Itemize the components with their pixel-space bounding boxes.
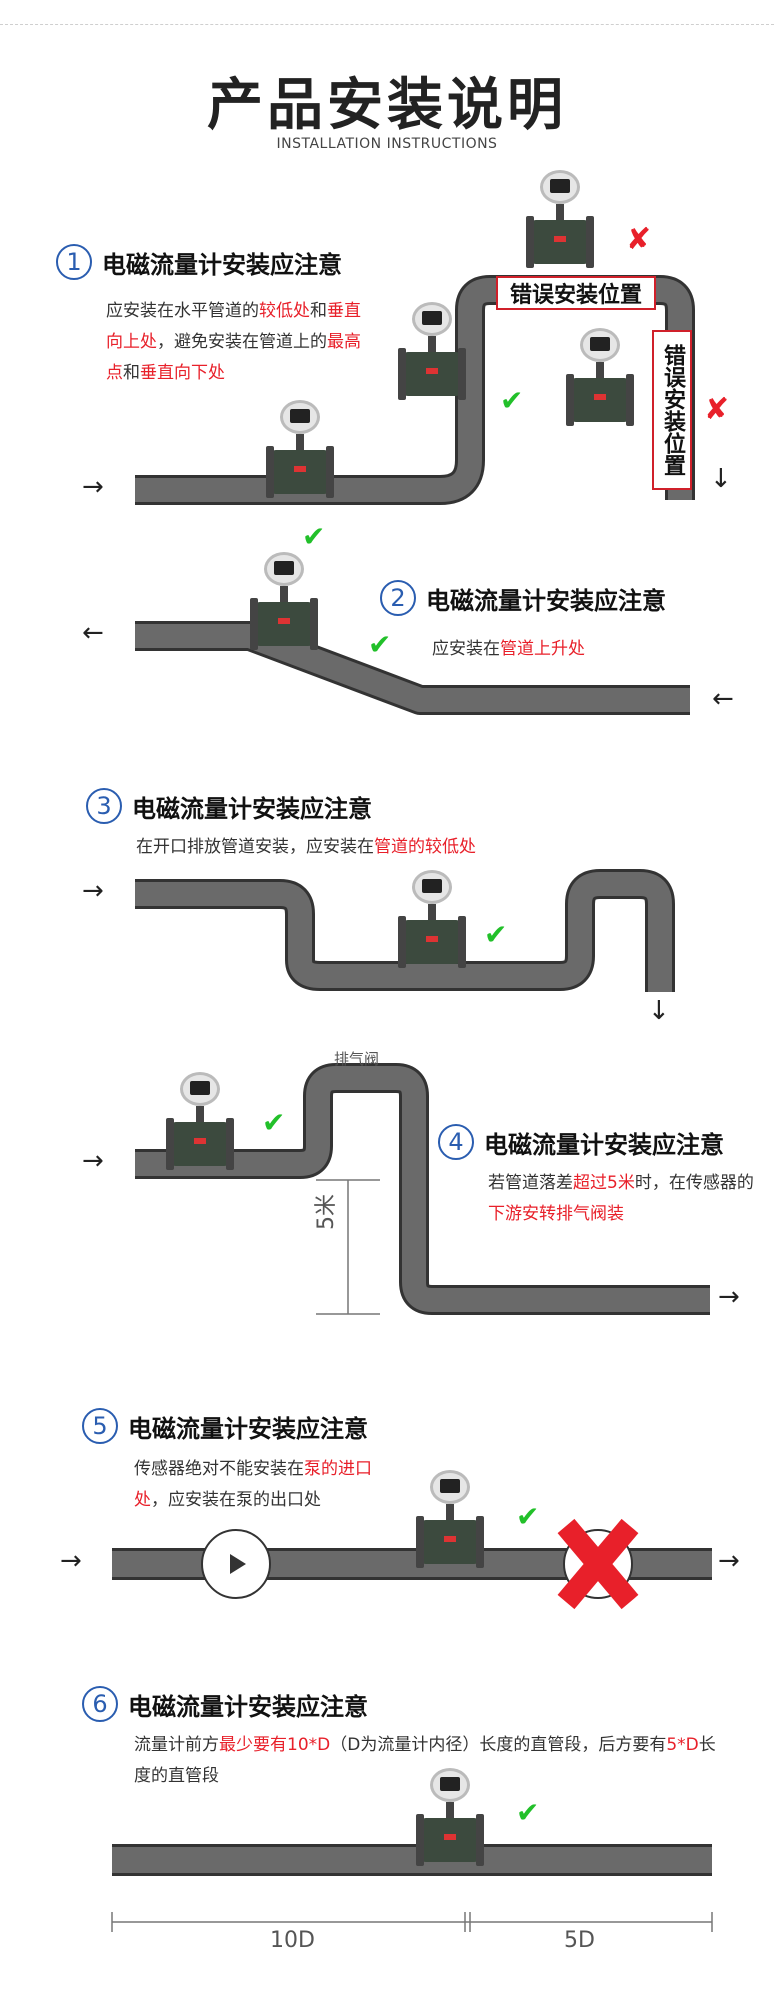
flowmeter-icon: [398, 302, 466, 402]
flowmeter-icon: [416, 1470, 484, 1570]
page-subtitle: INSTALLATION INSTRUCTIONS: [276, 136, 498, 152]
description-text: 流量计前方: [134, 1735, 219, 1755]
description-text: 时，在传感器的: [634, 1173, 754, 1193]
flow-arrow-icon: →: [60, 1546, 82, 1576]
section-3-header: 3 电磁流量计安装应注意: [86, 788, 372, 824]
check-icon: ✔: [262, 1106, 286, 1139]
description-text: 若管道落差: [488, 1173, 573, 1193]
flow-arrow-icon: →: [82, 876, 104, 906]
section-2-header: 2 电磁流量计安装应注意: [380, 580, 666, 616]
top-divider: [0, 24, 774, 25]
flowmeter-icon: [266, 400, 334, 500]
flow-arrow-icon: →: [718, 1546, 740, 1576]
section-number: 2: [380, 580, 416, 616]
exhaust-valve-label: 排气阀: [334, 1050, 380, 1068]
section-number: 4: [438, 1124, 474, 1160]
pump-icon: [201, 1529, 271, 1599]
length-dimension-lines: [111, 1912, 713, 1932]
section-4-header: 4 电磁流量计安装应注意: [438, 1124, 724, 1160]
section-title: 电磁流量计安装应注意: [102, 250, 342, 279]
flowmeter-icon: [526, 170, 594, 270]
description-text: 和: [123, 363, 140, 383]
flowmeter-icon: [250, 552, 318, 652]
section-number: 6: [82, 1686, 118, 1722]
description-text: 应安装在: [432, 639, 500, 659]
flow-arrow-icon: →: [82, 1146, 104, 1176]
highlight-text: 5*D: [666, 1735, 699, 1755]
section-4-description: 若管道落差超过5米时，在传感器的下游安转排气阀装: [488, 1168, 768, 1230]
section-title: 电磁流量计安装应注意: [132, 794, 372, 823]
section-2-description: 应安装在管道上升处: [432, 634, 752, 665]
section-3-description: 在开口排放管道安装，应安装在管道的较低处: [136, 832, 636, 863]
wrong-position-cross-icon: [557, 1518, 639, 1610]
wrong-position-label-vertical: 错误安装位置: [652, 330, 692, 490]
highlight-text: 较低处: [259, 301, 310, 321]
section-5-description: 传感器绝对不能安装在泵的进口处，应安装在泵的出口处: [134, 1454, 384, 1516]
page-title: 产品安装说明: [207, 73, 567, 138]
flowmeter-icon: [166, 1072, 234, 1172]
section-number: 3: [86, 788, 122, 824]
description-text: 传感器绝对不能安装在: [134, 1459, 304, 1479]
highlight-text: 最少要有10*D: [219, 1735, 331, 1755]
highlight-text: 管道上升处: [500, 639, 585, 659]
section-5-header: 5 电磁流量计安装应注意: [82, 1408, 368, 1444]
description-text: 应安装在水平管道的: [106, 301, 259, 321]
flow-arrow-icon: →: [718, 1282, 740, 1312]
section-6-header: 6 电磁流量计安装应注意: [82, 1686, 368, 1722]
flowmeter-icon: [566, 328, 634, 428]
description-text: ，避免安装在管道上的: [157, 332, 327, 352]
section-number: 5: [82, 1408, 118, 1444]
drop-dimension-lines: [316, 1179, 380, 1315]
cross-icon: ✘: [704, 392, 730, 427]
upstream-length-label: 10D: [270, 1928, 315, 1953]
highlight-text: 下游安转排气阀装: [488, 1204, 624, 1224]
flow-arrow-icon: →: [82, 472, 104, 502]
highlight-text: 最高点: [106, 332, 361, 383]
check-icon: ✔: [368, 628, 392, 661]
check-icon: ✔: [500, 384, 524, 417]
flow-arrow-icon: ←: [712, 684, 734, 714]
section-title: 电磁流量计安装应注意: [128, 1414, 368, 1443]
section-6-description: 流量计前方最少要有10*D（D为流量计内径）长度的直管段，后方要有5*D长度的直…: [134, 1730, 724, 1792]
description-text: （D为流量计内径）长度的直管段，后方要有: [330, 1735, 667, 1755]
flow-arrow-icon: ←: [82, 618, 104, 648]
description-text: 和: [310, 301, 327, 321]
section-title: 电磁流量计安装应注意: [128, 1692, 368, 1721]
description-text: ，应安装在泵的出口处: [151, 1490, 321, 1510]
description-text: 在开口排放管道安装，应安装在: [136, 837, 374, 857]
highlight-text: 管道的较低处: [374, 837, 476, 857]
check-icon: ✔: [516, 1796, 540, 1829]
highlight-text: 垂直向上处: [106, 301, 361, 352]
section-title: 电磁流量计安装应注意: [426, 586, 666, 615]
section-number: 1: [56, 244, 92, 280]
cross-icon: ✘: [626, 222, 652, 257]
drop-height-label: 5米: [314, 1194, 339, 1230]
section-title: 电磁流量计安装应注意: [484, 1130, 724, 1159]
section-1-description: 应安装在水平管道的较低处和垂直向上处，避免安装在管道上的最高点和垂直向下处: [106, 296, 376, 389]
check-icon: ✔: [516, 1500, 540, 1533]
highlight-text: 超过5米: [573, 1173, 635, 1193]
flowmeter-icon: [398, 870, 466, 970]
section-1-header: 1 电磁流量计安装应注意: [56, 244, 342, 280]
wrong-position-label: 错误安装位置: [496, 276, 656, 310]
description-text: 长度的直管段: [134, 1735, 716, 1786]
flow-arrow-icon: ↓: [710, 464, 732, 494]
flow-arrow-icon: ↓: [648, 996, 670, 1026]
downstream-length-label: 5D: [564, 1928, 595, 1953]
check-icon: ✔: [484, 918, 508, 951]
highlight-text: 垂直向下处: [140, 363, 225, 383]
check-icon: ✔: [302, 520, 326, 553]
highlight-text: 泵的进口处: [134, 1459, 372, 1510]
flowmeter-icon: [416, 1768, 484, 1868]
